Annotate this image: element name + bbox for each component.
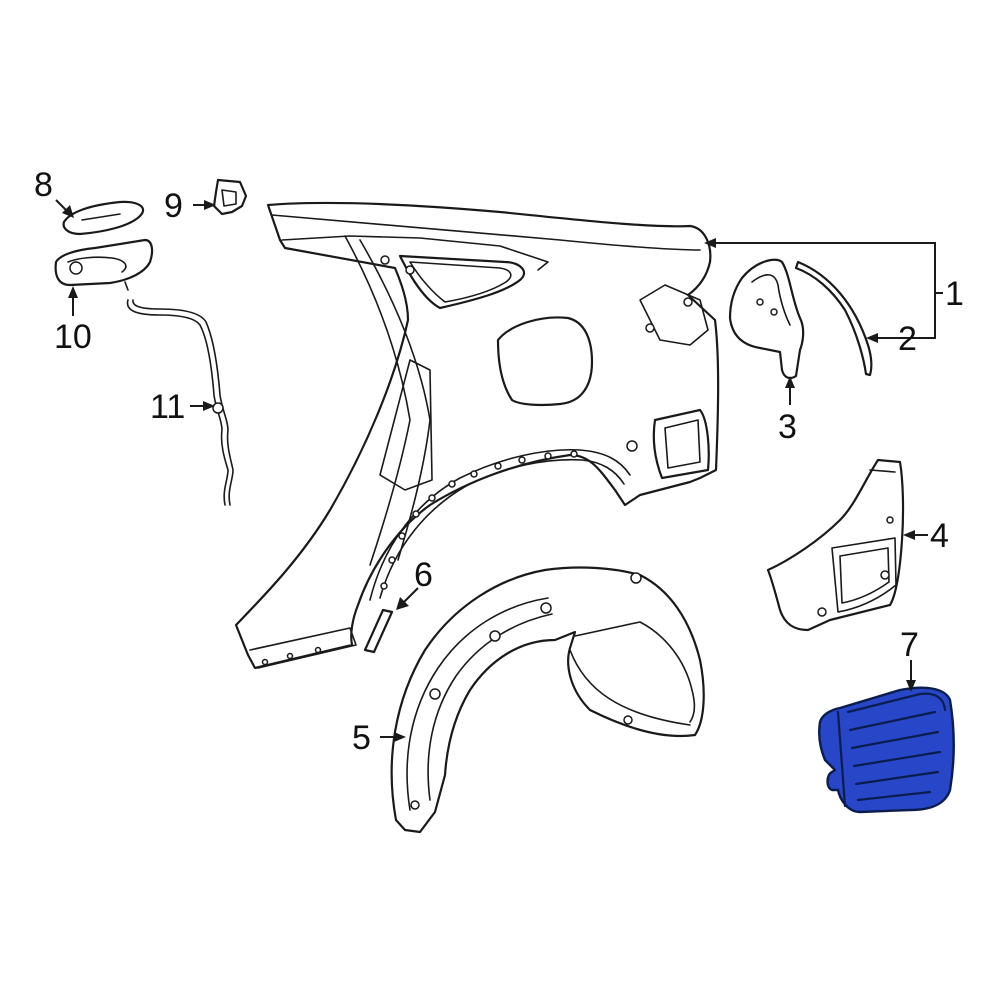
callout-7: 7 <box>900 626 919 664</box>
callout-2: 2 <box>898 320 917 358</box>
side-panel[interactable] <box>766 458 905 632</box>
inner-bracket[interactable] <box>728 258 805 380</box>
release-cable[interactable] <box>126 299 234 506</box>
cover-plate[interactable] <box>62 200 145 236</box>
retainer-clip[interactable] <box>212 178 248 216</box>
fuel-door-housing[interactable] <box>818 686 955 814</box>
weatherstrip[interactable] <box>794 260 873 377</box>
callout-4: 4 <box>930 517 949 555</box>
wheel-liner[interactable] <box>390 566 705 834</box>
leader-lines <box>55 199 943 742</box>
callout-9: 9 <box>164 187 183 225</box>
callout-10: 10 <box>54 318 92 356</box>
seal-strip[interactable] <box>363 608 394 654</box>
callout-labels: 1 2 3 4 5 6 7 8 9 10 11 <box>34 166 964 757</box>
callout-11: 11 <box>150 388 185 426</box>
callout-5: 5 <box>352 719 371 757</box>
quarter-panel[interactable] <box>234 201 720 670</box>
callout-3: 3 <box>778 408 797 446</box>
callout-8: 8 <box>34 166 53 204</box>
callout-1: 1 <box>945 275 964 313</box>
actuator-housing[interactable] <box>54 238 154 291</box>
callout-6: 6 <box>414 556 433 594</box>
